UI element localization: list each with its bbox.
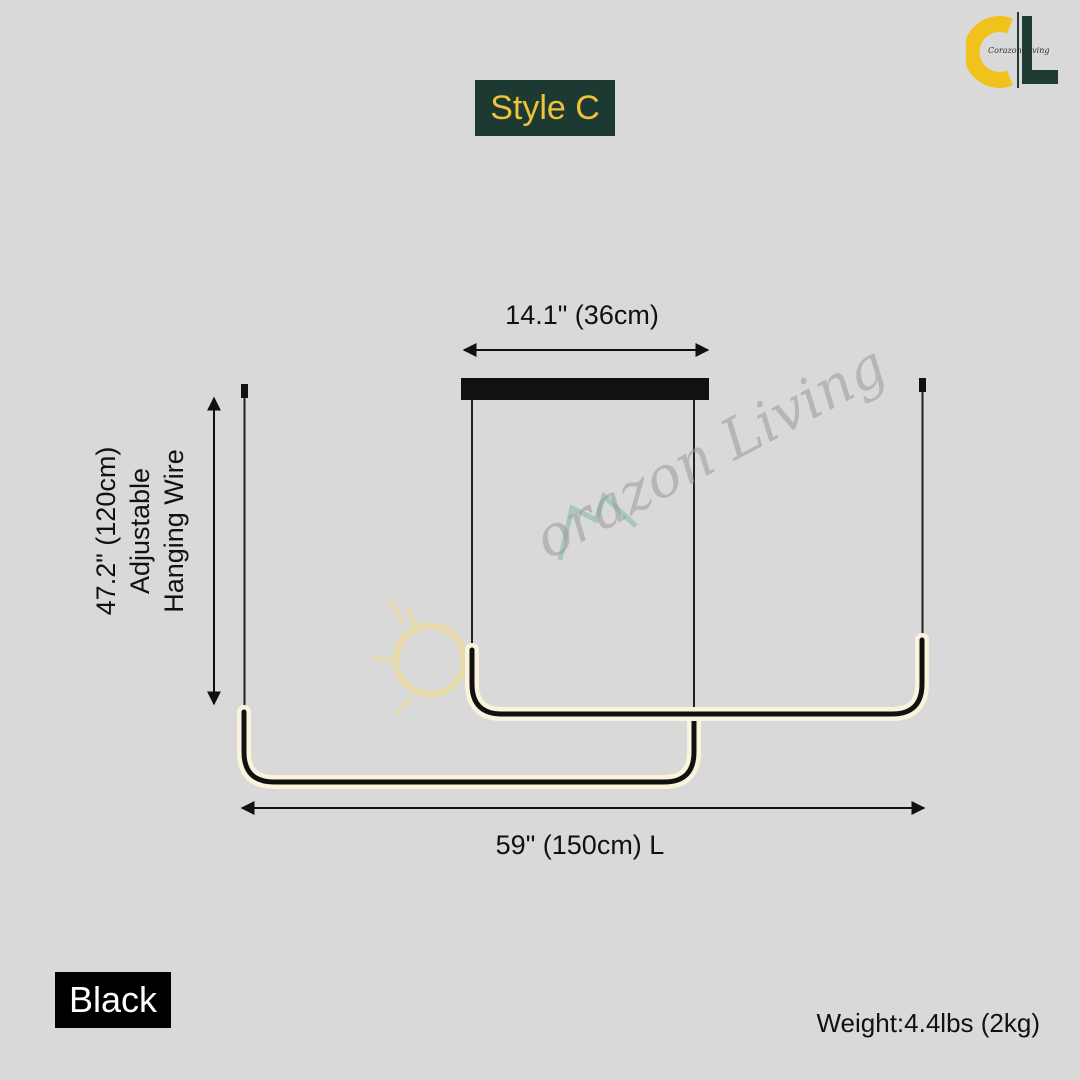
logo-text: Corazon Living — [988, 46, 1050, 55]
canopy-width-label: 14.1" (36cm) — [505, 300, 659, 330]
led-bar-lower — [241, 709, 697, 785]
wire-cap — [241, 384, 248, 398]
led-glow — [465, 633, 929, 721]
color-badge: Black — [55, 972, 171, 1028]
wire-length-label: 47.2" (120cm) — [91, 446, 121, 616]
led-bar-upper — [469, 637, 925, 717]
length-label: 59" (150cm) L — [495, 830, 665, 860]
watermark — [371, 491, 638, 714]
wire-note-line2: Hanging Wire — [159, 449, 189, 613]
cl-monogram-icon — [963, 12, 1058, 92]
led-glow — [237, 705, 701, 789]
brand-logo: Corazon Living — [963, 12, 1062, 92]
ceiling-canopy — [461, 378, 709, 400]
style-badge: Style C — [475, 80, 615, 136]
weight-label: Weight:4.4lbs (2kg) — [816, 1008, 1040, 1038]
wire-cap — [919, 378, 926, 392]
house-lightbulb-icon — [371, 491, 638, 714]
watermark-text: orazon Living — [524, 333, 897, 572]
wire-note-line1: Adjustable — [125, 467, 155, 595]
